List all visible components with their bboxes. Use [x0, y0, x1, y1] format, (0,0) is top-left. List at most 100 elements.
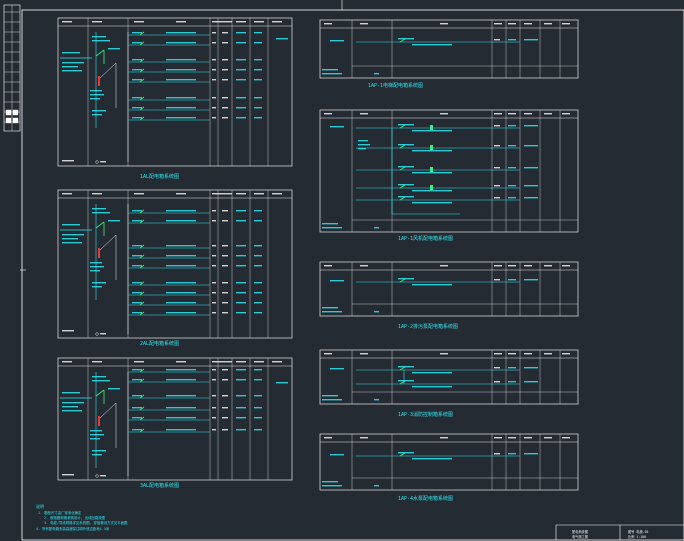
- annotation-mark: [212, 107, 216, 109]
- annotation-mark: [92, 376, 106, 378]
- header-label: [360, 23, 368, 25]
- annotation-mark: [330, 126, 344, 128]
- header-label: [524, 265, 532, 267]
- annotation-mark: [212, 407, 216, 409]
- header-label: [360, 353, 368, 355]
- annotation-mark: [322, 73, 342, 75]
- annotation-mark: [132, 210, 142, 212]
- annotation-mark: [254, 79, 262, 81]
- annotation-mark: [374, 227, 379, 229]
- annotation-mark: [236, 417, 246, 419]
- annotation-mark: [254, 265, 262, 267]
- annotation-mark: [166, 302, 196, 304]
- branch-breaker: [139, 209, 145, 214]
- annotation-mark: [166, 69, 196, 71]
- annotation-mark: [212, 210, 216, 212]
- annotation-mark: [92, 40, 110, 42]
- header-label: [544, 23, 552, 25]
- annotation-mark: [508, 145, 516, 147]
- drawing-border: [21, 9, 684, 541]
- annotation-mark: [254, 282, 262, 284]
- annotation-mark: [90, 270, 100, 272]
- annotation-mark: [212, 59, 216, 61]
- main-breaker: [95, 389, 105, 404]
- branch-breaker: [139, 116, 145, 121]
- annotation-mark: [92, 286, 102, 288]
- branch-breaker: [139, 406, 145, 411]
- annotation-mark: [412, 190, 452, 192]
- annotation-mark: [132, 79, 142, 81]
- annotation-mark: [62, 160, 74, 162]
- surge-protector: [98, 416, 100, 426]
- notes-heading: 说明: [36, 503, 44, 509]
- annotation-mark: [166, 97, 196, 99]
- panel-title: 2AL配电箱系统图: [140, 340, 179, 347]
- annotation-mark: [62, 406, 78, 408]
- note-line: 3. 电缆/导线规格详见系统图, 穿管敷设方式见平面图: [44, 520, 128, 525]
- annotation-mark: [222, 265, 228, 267]
- feeder-breaker: [399, 166, 406, 171]
- annotation-mark: [212, 395, 216, 397]
- annotation-mark: [222, 417, 228, 419]
- annotation-mark: [374, 311, 379, 313]
- annotation-mark: [254, 312, 262, 314]
- branch-breaker: [139, 58, 145, 63]
- panel-title: 1AP-2排污泵配电箱系统图: [398, 323, 458, 330]
- panel-title: 3AL配电箱系统图: [140, 482, 179, 489]
- panel-outline: [319, 19, 579, 79]
- annotation-mark: [494, 381, 500, 383]
- annotation-mark: [92, 114, 102, 116]
- annotation-mark: [508, 197, 516, 199]
- annotation-mark: [166, 395, 196, 397]
- header-label: [236, 361, 246, 363]
- binding-strip-cell: [5, 117, 12, 124]
- water-pump-panel-diagram: [319, 433, 579, 491]
- annotation-mark: [132, 379, 142, 381]
- annotation-mark: [494, 279, 500, 281]
- annotation-mark: [222, 369, 228, 371]
- header-label: [544, 265, 552, 267]
- contactor: [430, 167, 433, 172]
- annotation-mark: [412, 458, 452, 460]
- annotation-mark: [212, 282, 216, 284]
- annotation-mark: [236, 407, 246, 409]
- header-label: [254, 193, 264, 195]
- annotation-mark: [236, 395, 246, 397]
- annotation-mark: [330, 368, 344, 370]
- annotation-mark: [412, 386, 452, 388]
- note-line: 4. 所有配电箱安装高度除注明外底边距地1.5米: [36, 526, 110, 531]
- drawing-frame: [3, 0, 684, 541]
- panel-title: 1AP-1风机配电箱系统图: [398, 235, 453, 242]
- annotation-mark: [132, 69, 142, 71]
- annotation-mark: [166, 220, 196, 222]
- annotation-mark: [132, 292, 142, 294]
- annotation-mark: [524, 197, 538, 199]
- annotation-mark: [222, 407, 228, 409]
- header-label: [62, 193, 72, 195]
- annotation-mark: [92, 282, 106, 284]
- annotation-mark: [222, 59, 228, 61]
- contactor: [430, 125, 433, 130]
- annotation-mark: [212, 255, 216, 257]
- feeder-breaker: [399, 196, 406, 201]
- annotation-mark: [236, 302, 246, 304]
- annotation-mark: [132, 302, 142, 304]
- annotation-mark: [236, 79, 246, 81]
- annotation-mark: [412, 150, 452, 152]
- elevator-panel-diagram: [319, 19, 579, 79]
- annotation-mark: [62, 70, 82, 72]
- annotation-mark: [254, 369, 262, 371]
- annotation-mark: [62, 410, 82, 412]
- fire-control-panel-diagram: [319, 349, 579, 405]
- annotation-mark: [236, 255, 246, 257]
- annotation-mark: [132, 32, 142, 34]
- annotation-mark: [254, 32, 262, 34]
- panel-title: 1AP-4水泵配电箱系统图: [398, 495, 453, 502]
- annotation-mark: [222, 292, 228, 294]
- panel-outline: [319, 261, 579, 317]
- annotation-mark: [330, 454, 344, 456]
- header-label: [272, 193, 282, 195]
- annotation-mark: [524, 167, 538, 169]
- annotation-mark: [412, 130, 452, 132]
- annotation-mark: [524, 185, 538, 187]
